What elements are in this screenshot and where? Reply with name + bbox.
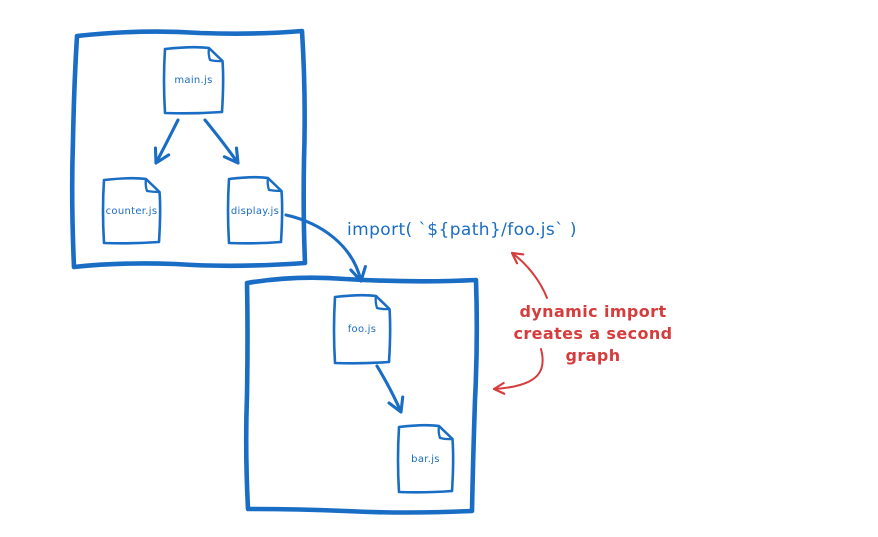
- file-icon-bar-js: [396, 423, 455, 494]
- arrow-display-to-foo-dynamic-import: [284, 213, 367, 283]
- folded-corner-icon: [207, 46, 224, 63]
- arrow-main-to-display: [203, 118, 240, 165]
- file-label-bar-js: bar.js: [411, 454, 440, 465]
- file-icon-foo-js: [332, 293, 392, 365]
- annotation-line-2: creates a second graph: [513, 324, 673, 365]
- file-label-foo-js: foo.js: [347, 324, 377, 335]
- folded-corner-icon: [144, 177, 161, 194]
- file-icon-counter-js: [101, 176, 162, 245]
- folded-corner-icon: [374, 294, 391, 311]
- annotation-arrow-to-import-call: [510, 251, 548, 299]
- annotation-line-1: dynamic import: [519, 302, 667, 321]
- file-icon-display-js: [226, 175, 284, 245]
- import-call-label: import( `${path}/foo.js` ): [347, 220, 577, 240]
- file-label-main-js: main.js: [174, 75, 213, 86]
- dynamic-import-graph-box: [243, 275, 480, 515]
- file-icon-main-js: [162, 45, 225, 115]
- file-label-display-js: display.js: [230, 206, 280, 217]
- annotation-text: dynamic import creates a second graph: [486, 301, 700, 367]
- arrow-foo-to-bar: [375, 364, 405, 414]
- folded-corner-icon: [437, 424, 454, 441]
- folded-corner-icon: [266, 176, 283, 193]
- arrow-main-to-counter: [153, 118, 180, 165]
- file-label-counter-js: counter.js: [105, 206, 158, 217]
- annotation-arrow-to-second-graph: [492, 348, 544, 395]
- static-import-graph-box: [69, 28, 308, 270]
